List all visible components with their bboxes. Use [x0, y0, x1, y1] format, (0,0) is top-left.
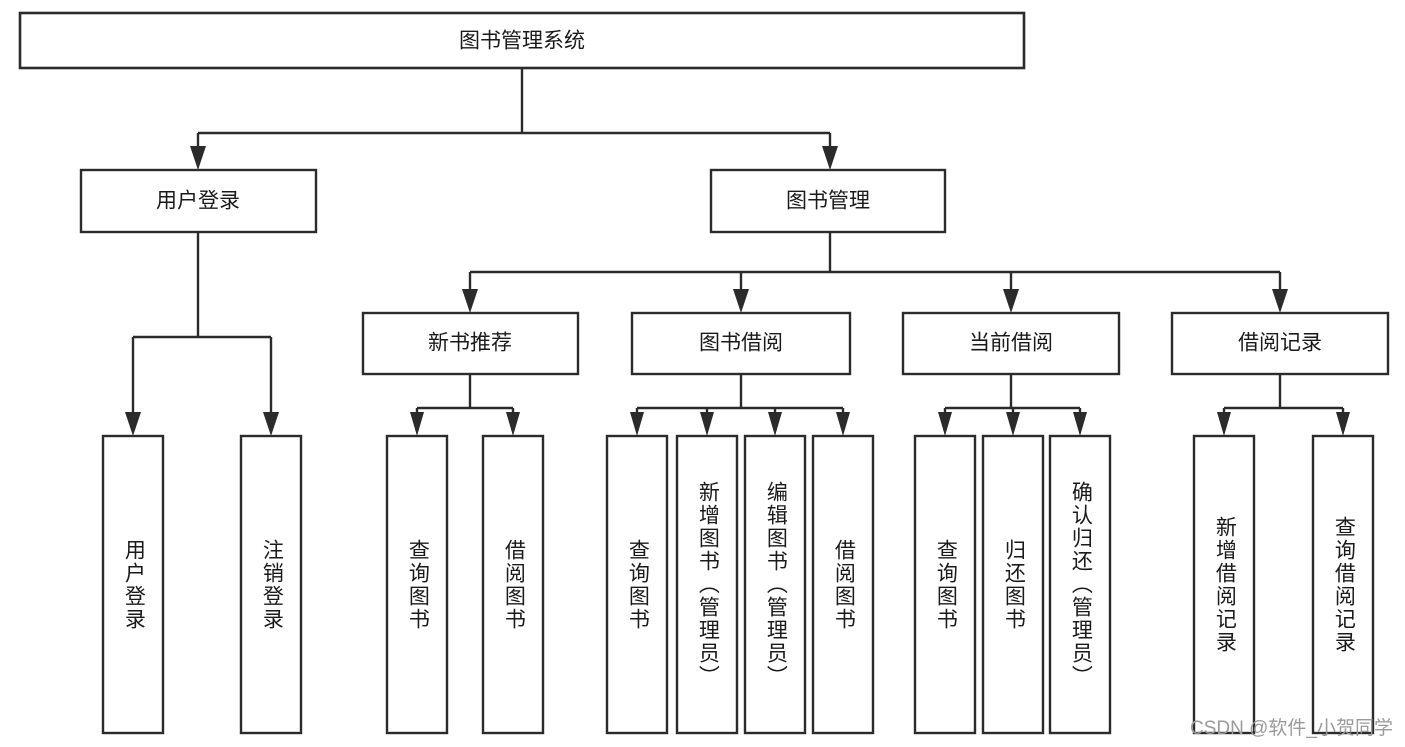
leaf-label-user-login: 用户登录	[122, 538, 146, 631]
leaf-box-bb-edit-book[interactable]	[743, 434, 807, 735]
watermark-text: CSDN @软件_小贺同学	[1190, 718, 1393, 739]
node-book-borrow-box[interactable]	[630, 311, 852, 376]
leaf-box-nbr-borrow-book[interactable]	[481, 434, 545, 735]
leaf-box-nbr-query-book[interactable]	[385, 434, 449, 735]
arrowhead-new-book-recommend	[462, 289, 478, 313]
arrowhead-book-manage	[822, 146, 838, 170]
arrowhead-borrow-record	[1272, 289, 1288, 313]
leaf-box-cb-query-book[interactable]	[913, 434, 977, 735]
leaf-cell-nbr-borrow-book[interactable]: 借阅图书	[483, 436, 543, 733]
node-borrow-record-label: 借阅记录	[1238, 332, 1322, 355]
arrowhead-cb-leaf-2	[1006, 412, 1020, 436]
leaf-label-bb-borrow-book: 借阅图书	[832, 538, 856, 631]
leaf-label-nbr-borrow-book: 借阅图书	[502, 538, 526, 631]
leaf-label-cb-query-book: 查询图书	[934, 538, 958, 631]
node-book-manage-box[interactable]	[709, 168, 947, 234]
leaf-box-br-add-record[interactable]	[1192, 434, 1256, 735]
arrowhead-bb-leaf-2	[700, 412, 714, 436]
leaf-label-nbr-query-book: 查询图书	[406, 538, 430, 631]
leaf-cell-cb-confirm-return[interactable]: 确认归还（管理员）	[1050, 436, 1110, 733]
leaf-label-br-add-record: 新增借阅记录	[1213, 515, 1237, 654]
leaf-box-logout[interactable]	[239, 434, 303, 735]
leaf-cell-br-add-record[interactable]: 新增借阅记录	[1194, 436, 1254, 733]
leaf-label-cb-confirm-return: 确认归还（管理员）	[1069, 481, 1093, 688]
arrowhead-user-login	[190, 146, 206, 170]
leaf-box-user-login[interactable]	[101, 434, 165, 735]
node-root-box[interactable]	[18, 11, 1026, 70]
nodes-layer	[18, 11, 1390, 735]
leaf-box-cb-return-book[interactable]	[981, 434, 1045, 735]
leaf-cell-bb-edit-book[interactable]: 编辑图书（管理员）	[745, 436, 805, 733]
leaf-box-bb-query-book[interactable]	[605, 434, 669, 735]
node-user-login-box[interactable]	[79, 168, 318, 234]
arrowhead-leaf-user-login	[125, 412, 141, 436]
node-new-book-recommend-box[interactable]	[361, 311, 580, 376]
arrowhead-leaf-logout	[263, 412, 279, 436]
node-book-borrow-label: 图书借阅	[699, 332, 783, 355]
leaf-box-br-query-record[interactable]	[1311, 434, 1375, 735]
leaf-cell-logout[interactable]: 注销登录	[241, 436, 301, 733]
node-user-login-label: 用户登录	[156, 190, 240, 213]
leaf-box-bb-add-book[interactable]	[675, 434, 739, 735]
leaf-label-br-query-record: 查询借阅记录	[1332, 515, 1356, 654]
leaf-cell-cb-query-book[interactable]: 查询图书	[915, 436, 975, 733]
leaf-label-bb-add-book: 新增图书（管理员）	[696, 481, 720, 688]
arrowhead-book-borrow	[733, 289, 749, 313]
leaf-label-bb-edit-book: 编辑图书（管理员）	[764, 481, 788, 688]
leaf-cell-bb-query-book[interactable]: 查询图书	[607, 436, 667, 733]
leaf-cell-bb-add-book[interactable]: 新增图书（管理员）	[677, 436, 737, 733]
arrowhead-current-borrow	[1003, 289, 1019, 313]
connectors-layer	[125, 68, 1350, 436]
node-new-book-recommend-label: 新书推荐	[428, 332, 512, 355]
node-root-label: 图书管理系统	[459, 30, 585, 53]
leaf-box-bb-borrow-book[interactable]	[811, 434, 875, 735]
leaf-cell-nbr-query-book[interactable]: 查询图书	[387, 436, 447, 733]
arrowhead-br-leaf-1	[1217, 412, 1231, 436]
arrowhead-br-leaf-2	[1336, 412, 1350, 436]
node-borrow-record-box[interactable]	[1170, 311, 1390, 376]
arrowhead-nbr-leaf-1	[410, 412, 424, 436]
leaf-label-logout: 注销登录	[260, 538, 284, 631]
node-current-borrow-box[interactable]	[901, 311, 1121, 376]
leaf-cell-br-query-record[interactable]: 查询借阅记录	[1313, 436, 1373, 733]
arrowhead-bb-leaf-1	[630, 412, 644, 436]
leaf-box-cb-confirm-return[interactable]	[1048, 434, 1112, 735]
arrowhead-nbr-leaf-2	[506, 412, 520, 436]
leaf-label-bb-query-book: 查询图书	[626, 538, 650, 631]
arrowhead-bb-leaf-4	[836, 412, 850, 436]
horizontal-labels-layer: 图书管理系统 用户登录 图书管理 新书推荐 图书借阅 当前借阅 借阅记录	[156, 30, 1322, 355]
arrowhead-bb-leaf-3	[768, 412, 782, 436]
arrowhead-cb-leaf-3	[1073, 412, 1087, 436]
node-current-borrow-label: 当前借阅	[969, 332, 1053, 355]
arrowhead-cb-leaf-1	[938, 412, 952, 436]
leaf-label-cb-return-book: 归还图书	[1002, 538, 1026, 631]
leaf-cell-cb-return-book[interactable]: 归还图书	[983, 436, 1043, 733]
node-book-manage-label: 图书管理	[786, 190, 870, 213]
leaf-cell-bb-borrow-book[interactable]: 借阅图书	[813, 436, 873, 733]
leaf-cell-user-login[interactable]: 用户登录	[103, 436, 163, 733]
